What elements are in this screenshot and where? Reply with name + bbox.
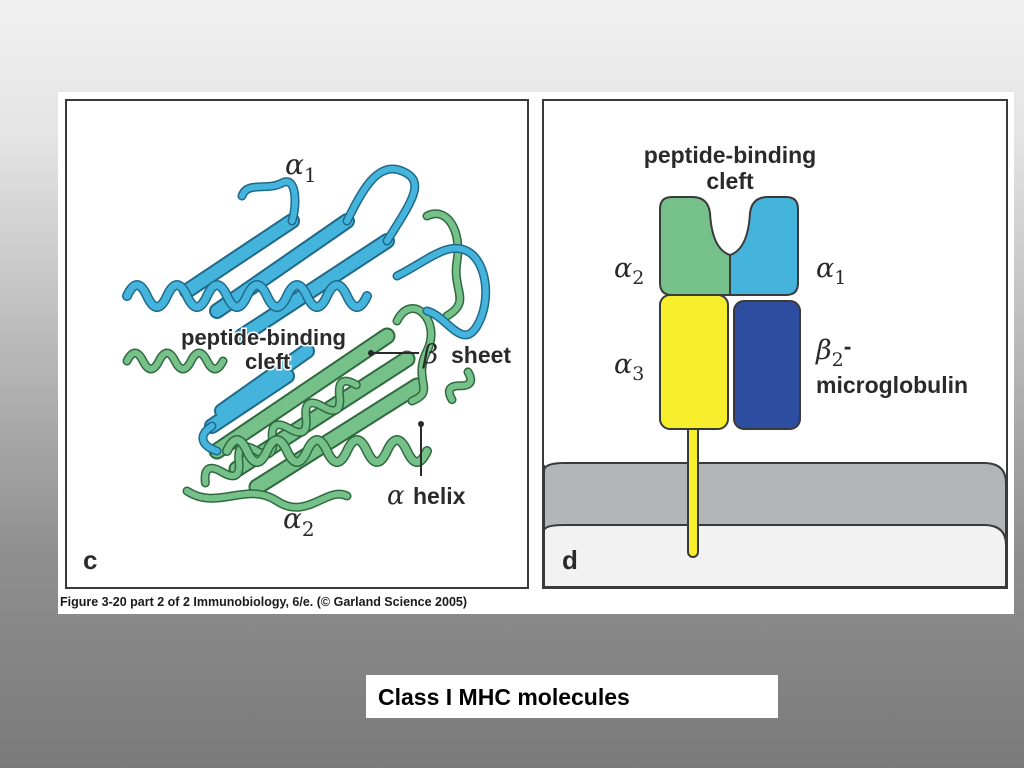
alpha2-label: α2 xyxy=(283,502,315,541)
alpha1-label: α1 xyxy=(816,253,846,289)
alpha2-label: α2 xyxy=(614,253,644,289)
cleft-label-line2: cleft xyxy=(245,349,291,374)
cytoplasm xyxy=(544,524,1006,587)
alpha2-domain-ribbon xyxy=(122,209,476,512)
beta-sheet-label: sheet xyxy=(451,342,511,368)
helix-symbol: α xyxy=(387,481,405,511)
alpha1-label: α1 xyxy=(285,148,317,187)
cleft-label-line1: peptide-binding xyxy=(644,142,816,168)
alpha1-domain-ribbon xyxy=(122,164,491,456)
beta-sheet-pointer-dot xyxy=(368,350,374,356)
ribbon-diagram: α1 α2 peptide-binding cleft β sheet α he… xyxy=(83,148,511,575)
beta-symbol: β xyxy=(422,340,438,370)
cleft-label-line1: peptide-binding xyxy=(181,325,346,350)
alpha2-domain xyxy=(659,196,731,296)
beta2-microglobulin-domain xyxy=(733,300,801,430)
alpha3-domain xyxy=(659,294,729,430)
beta2-label: β2- xyxy=(815,333,851,371)
slide-title: Class I MHC molecules xyxy=(366,675,778,718)
panel-c-ribbon-structure: α1 α2 peptide-binding cleft β sheet α he… xyxy=(65,99,529,589)
microglobulin-label: microglobulin xyxy=(816,372,968,398)
figure: α1 α2 peptide-binding cleft β sheet α he… xyxy=(58,92,1014,614)
cleft-label-line2: cleft xyxy=(706,168,754,194)
helix-pointer-dot xyxy=(418,421,424,427)
alpha-helix-label: helix xyxy=(413,483,466,509)
transmembrane-tail xyxy=(687,420,699,558)
figure-caption: Figure 3-20 part 2 of 2 Immunobiology, 6… xyxy=(60,595,468,609)
alpha3-label: α3 xyxy=(614,349,644,385)
panel-letter-d: d xyxy=(562,545,578,575)
panel-d-schematic: peptide-binding cleft α2 α1 α3 β2- micro… xyxy=(542,99,1008,589)
panel-letter-c: c xyxy=(83,545,97,575)
schematic-diagram: peptide-binding cleft α2 α1 α3 β2- micro… xyxy=(544,142,1006,587)
alpha1-domain xyxy=(729,196,799,296)
